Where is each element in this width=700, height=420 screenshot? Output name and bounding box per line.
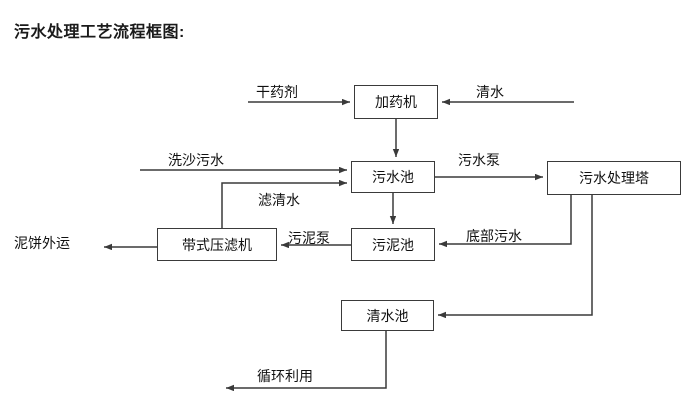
node-dosing-machine[interactable]: 加药机	[354, 85, 438, 119]
node-label: 带式压滤机	[182, 236, 252, 253]
edge-bottom-sewage-to-sludge-pool	[439, 195, 572, 248]
edge-filtered-water-to-sewage-pool	[221, 179, 347, 228]
node-label: 加药机	[375, 94, 417, 110]
edge-label-sand-wash-sewage: 洗沙污水	[168, 152, 224, 168]
edge-clear-water-to-recycle	[226, 331, 387, 392]
node-label: 污泥池	[372, 236, 414, 253]
node-label: 污水处理塔	[579, 170, 649, 186]
edge-label-clean-water: 清水	[476, 84, 504, 100]
node-belt-filter-press[interactable]: 带式压滤机	[157, 228, 277, 261]
edge-tower-to-clear-water-pool	[438, 195, 593, 319]
edge-label-recycle-use: 循环利用	[257, 368, 313, 384]
node-sewage-pool[interactable]: 污水池	[351, 161, 435, 193]
edge-label-bottom-sewage: 底部污水	[466, 228, 522, 244]
node-treatment-tower[interactable]: 污水处理塔	[547, 161, 681, 195]
node-label: 污水池	[372, 169, 414, 185]
node-sludge-pool[interactable]: 污泥池	[351, 228, 435, 261]
node-clear-water-pool[interactable]: 清水池	[341, 300, 434, 331]
node-label: 清水池	[366, 307, 409, 324]
page-title: 污水处理工艺流程框图:	[14, 24, 185, 41]
edge-label-sludge-pump: 污泥泵	[288, 230, 330, 246]
edge-label-filtered-water: 滤清水	[258, 192, 300, 208]
edge-label-dry-chemical: 干药剂	[256, 84, 298, 100]
edge-label-sewage-pump: 污水泵	[458, 152, 500, 168]
terminal-label-mud-cake-out: 泥饼外运	[14, 235, 70, 251]
